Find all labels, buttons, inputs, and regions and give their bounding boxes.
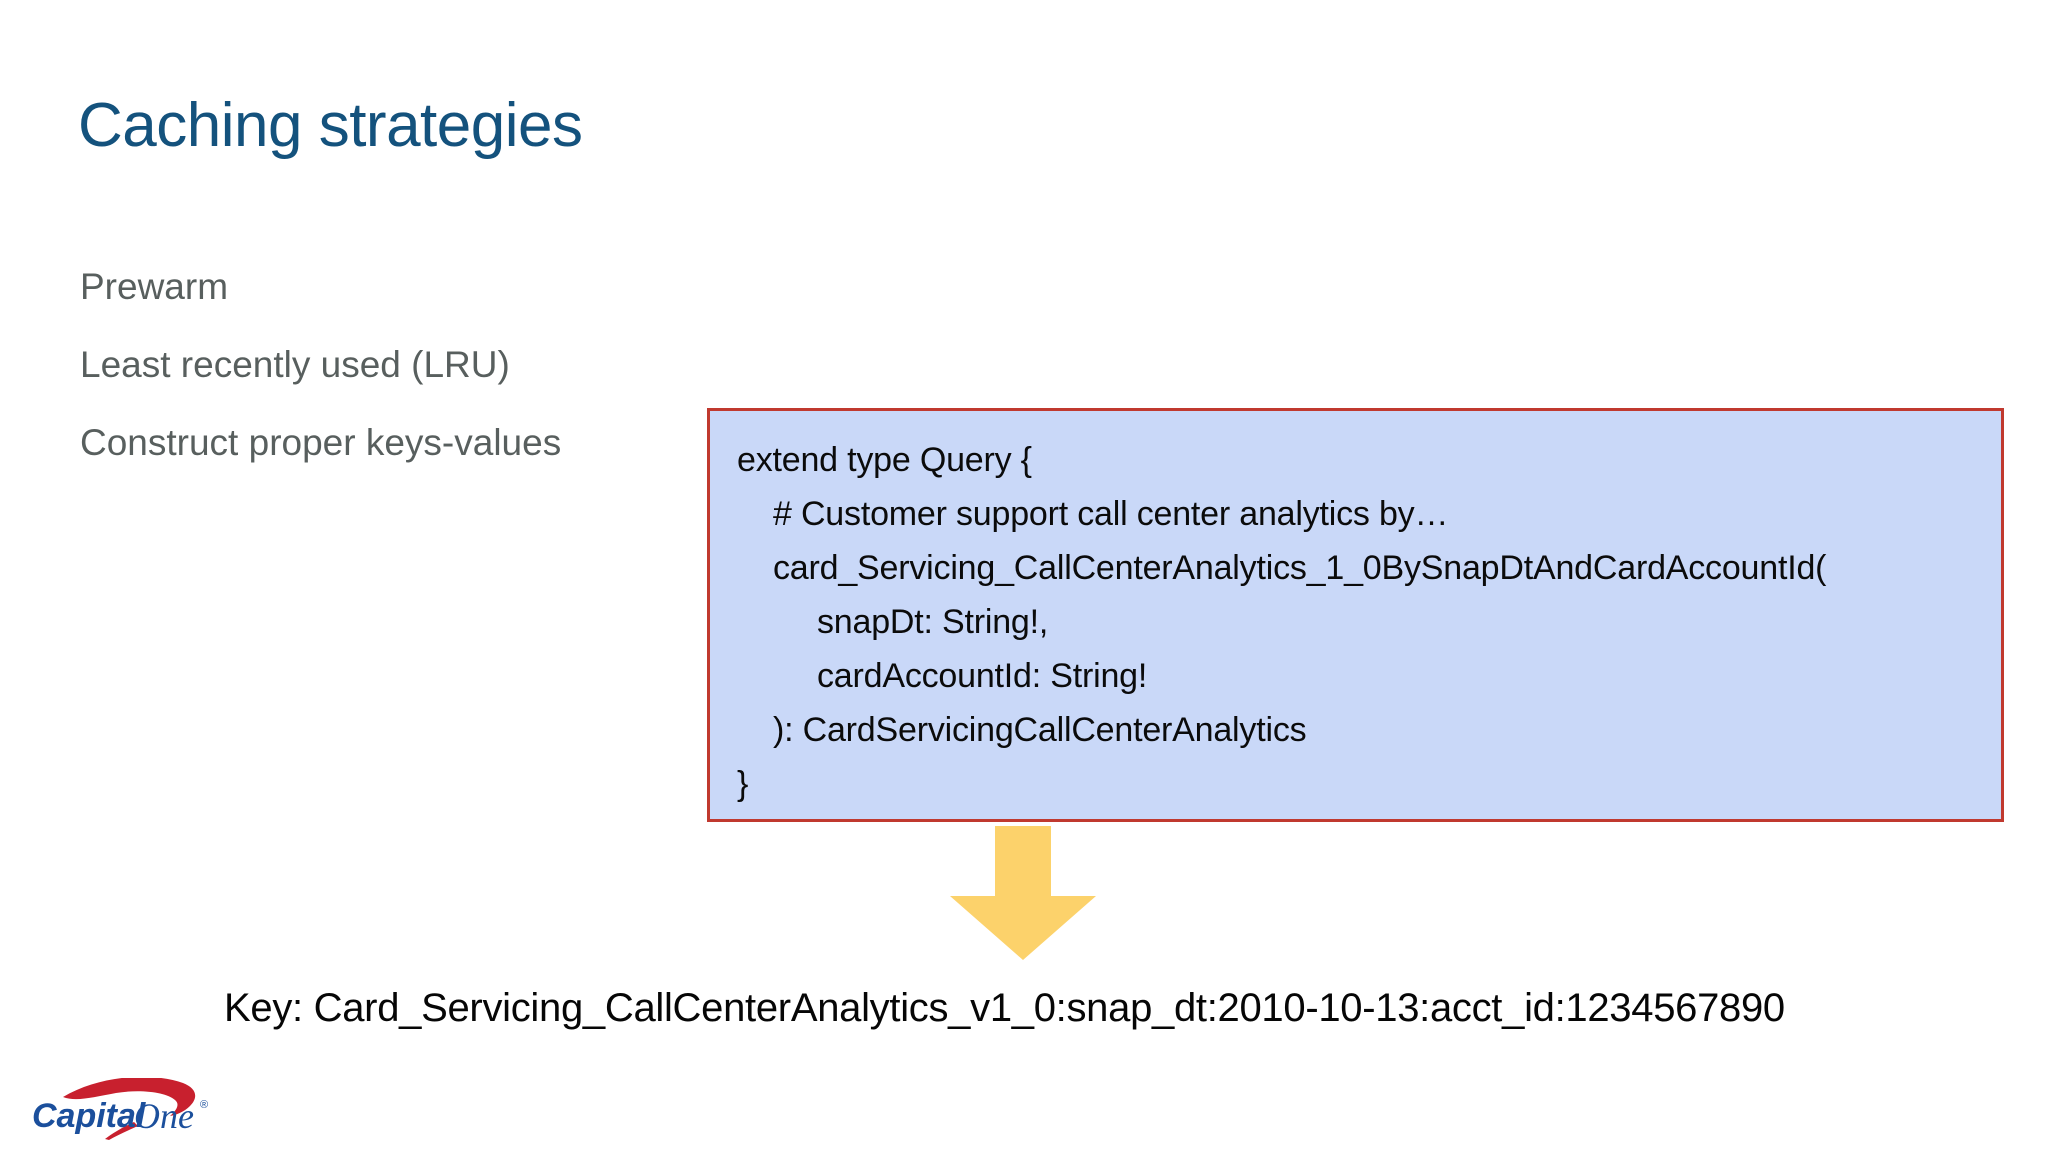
list-item: Construct proper keys-values xyxy=(80,422,562,463)
code-line: } xyxy=(737,765,749,803)
code-line-return-type: ): CardServicingCallCenterAnalytics xyxy=(773,711,1307,749)
code-lines: extend type Query { # Customer support c… xyxy=(737,433,1993,811)
list-item: Least recently used (LRU) xyxy=(80,344,510,385)
code-line-argument: cardAccountId: String! xyxy=(817,657,1148,695)
arrow-down-icon xyxy=(950,826,1096,960)
bullet-list: Prewarm Least recently used (LRU) Constr… xyxy=(80,268,660,502)
graphql-code-block: extend type Query { # Customer support c… xyxy=(707,408,2004,822)
capital-one-logo: Capital One ® xyxy=(32,1078,208,1140)
logo-registered-mark: ® xyxy=(200,1099,208,1111)
code-line-comment: # Customer support call center analytics… xyxy=(773,495,1449,533)
logo-swoosh-icon xyxy=(63,1078,196,1116)
code-line: extend type Query { xyxy=(737,441,1032,479)
logo-wordmark-one: One xyxy=(134,1096,194,1136)
code-line: card_Servicing_CallCenterAnalytics_1_0By… xyxy=(773,549,1827,587)
logo-swoosh-tail-icon xyxy=(105,1122,138,1140)
logo-wordmark-capital: Capital xyxy=(32,1097,147,1135)
list-item: Prewarm xyxy=(80,266,229,307)
page-title: Caching strategies xyxy=(78,90,583,160)
cache-key-caption: Key: Card_Servicing_CallCenterAnalytics_… xyxy=(224,986,1785,1030)
code-line-argument: snapDt: String!, xyxy=(817,603,1049,641)
